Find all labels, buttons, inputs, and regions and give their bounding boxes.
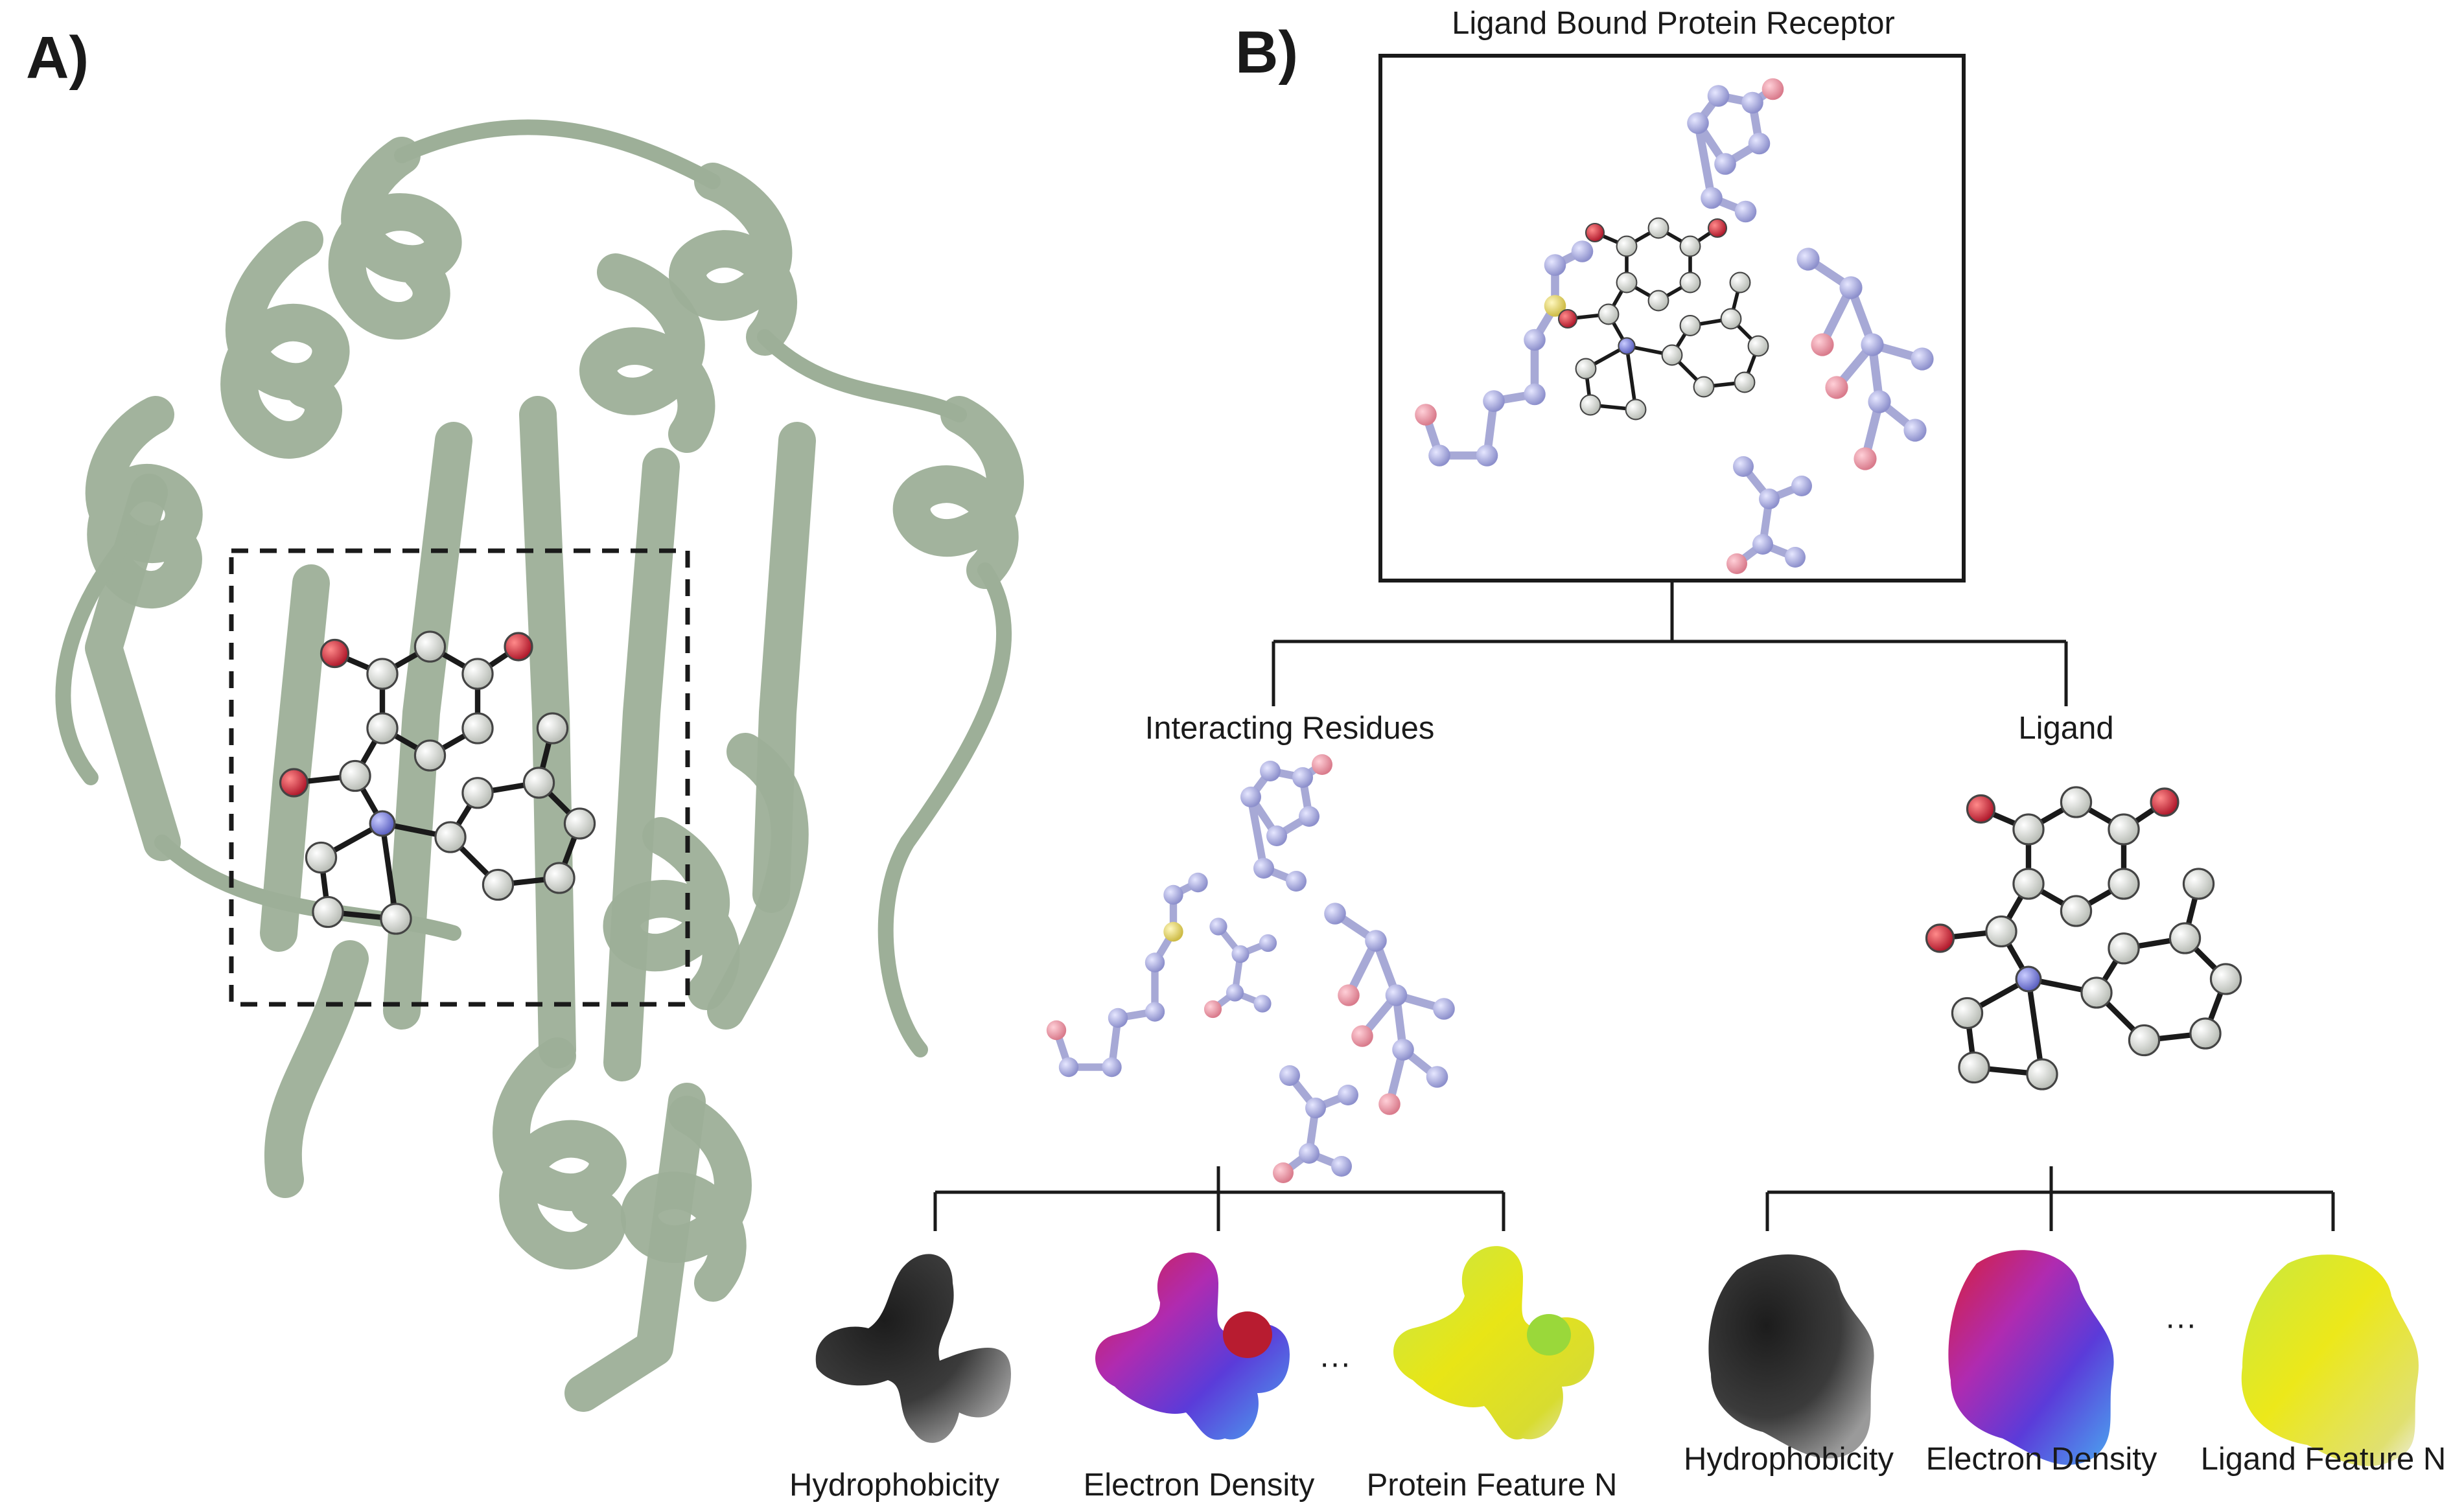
ligand-feature-label-2: Electron Density: [1926, 1442, 2157, 1477]
receptor-title: Ligand Bound Protein Receptor: [1452, 6, 1895, 41]
residue-electron-density-surface: [1095, 1252, 1290, 1440]
residue-feature-label-3: Protein Feature N: [1367, 1468, 1618, 1503]
ligand-feature-n-surface: [2241, 1254, 2419, 1466]
ligand-hydrophobicity-surface: [1708, 1254, 1874, 1459]
residue-hydrophobicity-surface: [815, 1254, 1011, 1443]
tree-connector-residues: [933, 1166, 1505, 1231]
residue-feature-n-surface: [1393, 1246, 1594, 1440]
ligand-feature-label-3: Ligand Feature N: [2201, 1442, 2447, 1477]
panel-b-label: B): [1235, 19, 1298, 86]
tree-connector-ligand: [1765, 1166, 2335, 1231]
ligand-feature-label-1: Hydrophobicity: [1684, 1442, 1894, 1477]
receptor-box: [1378, 54, 1966, 582]
protein-ribbon: [55, 119, 1024, 1412]
tree-connector-top: [1272, 581, 2068, 706]
ligand-isolated: [1927, 787, 2241, 1089]
interacting-residues: [1047, 754, 1455, 1183]
residue-feature-label-1: Hydrophobicity: [789, 1468, 1000, 1503]
ligand-electron-density-surface: [1948, 1250, 2114, 1465]
residue-feature-ellipsis: ···: [1319, 1346, 1351, 1381]
ligand-label: Ligand: [2018, 711, 2113, 746]
residue-feature-label-2: Electron Density: [1084, 1468, 1315, 1503]
interacting-residues-label: Interacting Residues: [1145, 711, 1435, 746]
ligand-feature-ellipsis: ···: [2165, 1307, 2197, 1342]
panel-a-label: A): [26, 25, 89, 91]
binding-site-box: [229, 548, 690, 1007]
